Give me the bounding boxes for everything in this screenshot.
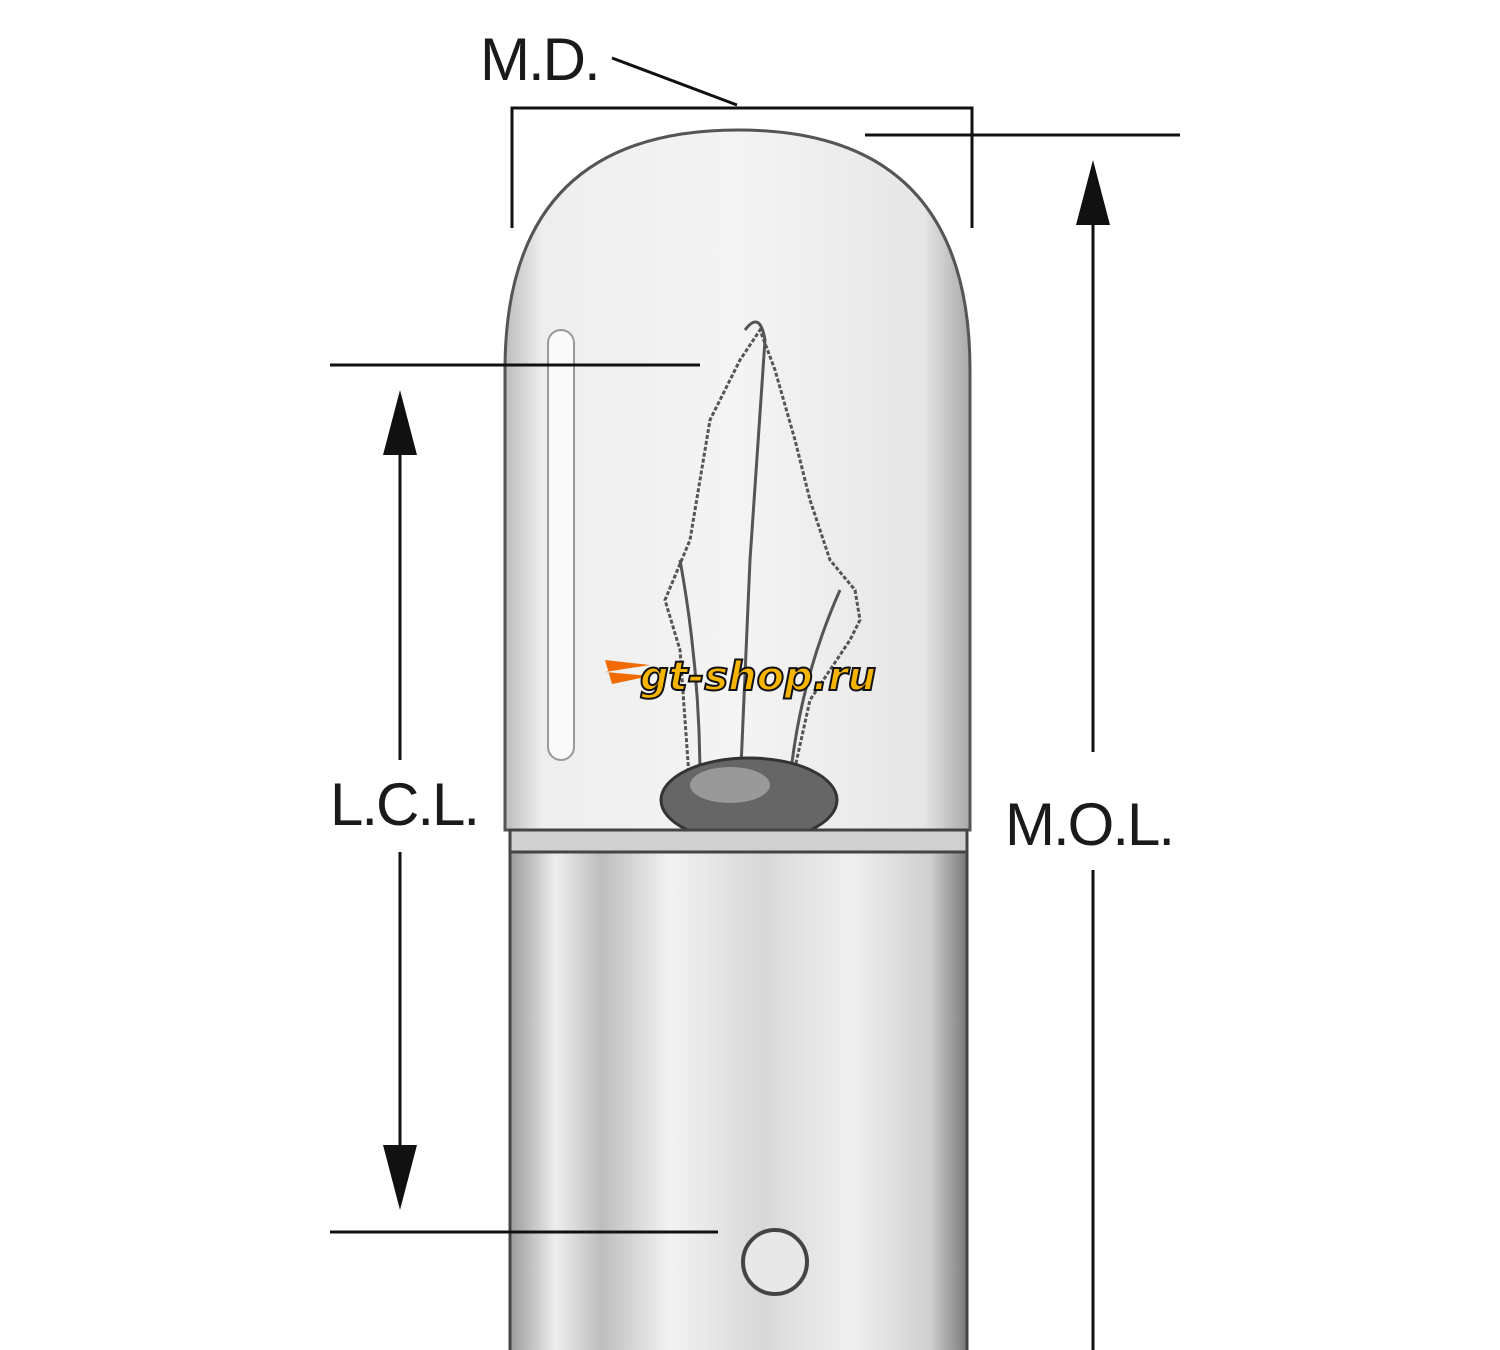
base-rim bbox=[508, 828, 969, 854]
filament bbox=[663, 320, 862, 791]
glass-highlight bbox=[547, 329, 575, 761]
bulb-glass bbox=[503, 128, 972, 832]
lcl-arrow-down bbox=[383, 1145, 417, 1210]
label-light-center-length: L.C.L. bbox=[330, 771, 478, 838]
watermark-logo: gt-shop.ru bbox=[605, 653, 877, 701]
bead-highlight bbox=[690, 767, 770, 803]
base-pin bbox=[741, 1228, 809, 1296]
bulb-base bbox=[508, 828, 969, 1350]
dimension-lines bbox=[330, 56, 1180, 1350]
lcl-arrow-up bbox=[383, 390, 417, 455]
label-max-diameter: M.D. bbox=[480, 26, 599, 93]
label-max-overall-length: M.O.L. bbox=[1005, 791, 1173, 858]
mol-arrow-up bbox=[1076, 160, 1110, 225]
svg-text:gt-shop.ru: gt-shop.ru bbox=[640, 654, 876, 700]
